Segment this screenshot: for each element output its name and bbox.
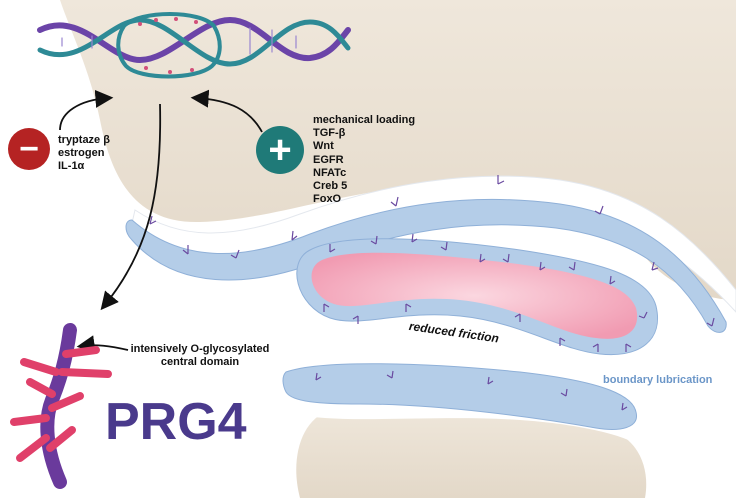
activator-item: Creb 5 [313, 180, 348, 193]
glyco-pointer-arrow [76, 335, 129, 354]
boundary-lubrication-label: boundary lubrication [603, 374, 713, 386]
minus-icon: − [8, 128, 50, 170]
expression-arrow [100, 103, 162, 311]
prg4-protein-icon [10, 323, 112, 489]
lower-membrane [282, 363, 637, 430]
activation-arrow [190, 89, 263, 133]
activator-item: EGFR [313, 153, 344, 166]
glycosylated-label-line: intensively O-glycosylated [130, 343, 270, 355]
dna-helix-icon [37, 12, 351, 79]
activator-item: mechanical loading [313, 114, 416, 126]
lower-tissue [296, 406, 647, 498]
prg4-title: PRG4 [105, 393, 247, 451]
synovial-fluid [311, 252, 638, 339]
activator-list: mechanical loading TGF-β Wnt EGFR NFATc … [313, 114, 415, 206]
plus-icon: + [256, 126, 304, 174]
inhibition-arrow [59, 89, 114, 131]
inhibitor-item: tryptaze β [58, 134, 110, 146]
inhibitor-item: estrogen [58, 147, 105, 160]
activator-item: TGF-β [313, 127, 346, 140]
upper-tissue [60, 0, 736, 300]
upper-membrane [125, 198, 727, 333]
inhibitor-item: IL-1α [58, 160, 85, 173]
activator-item: FoxO [313, 193, 342, 206]
glycosylated-label-line: central domain [160, 356, 240, 368]
activator-item: NFATc [313, 166, 347, 179]
activator-item: Wnt [313, 140, 334, 153]
inhibitor-list: tryptaze β estrogen IL-1α [58, 134, 110, 174]
lubricin-brushes [149, 175, 715, 411]
glycosylated-domain-label: intensively O-glycosylated central domai… [130, 343, 270, 369]
